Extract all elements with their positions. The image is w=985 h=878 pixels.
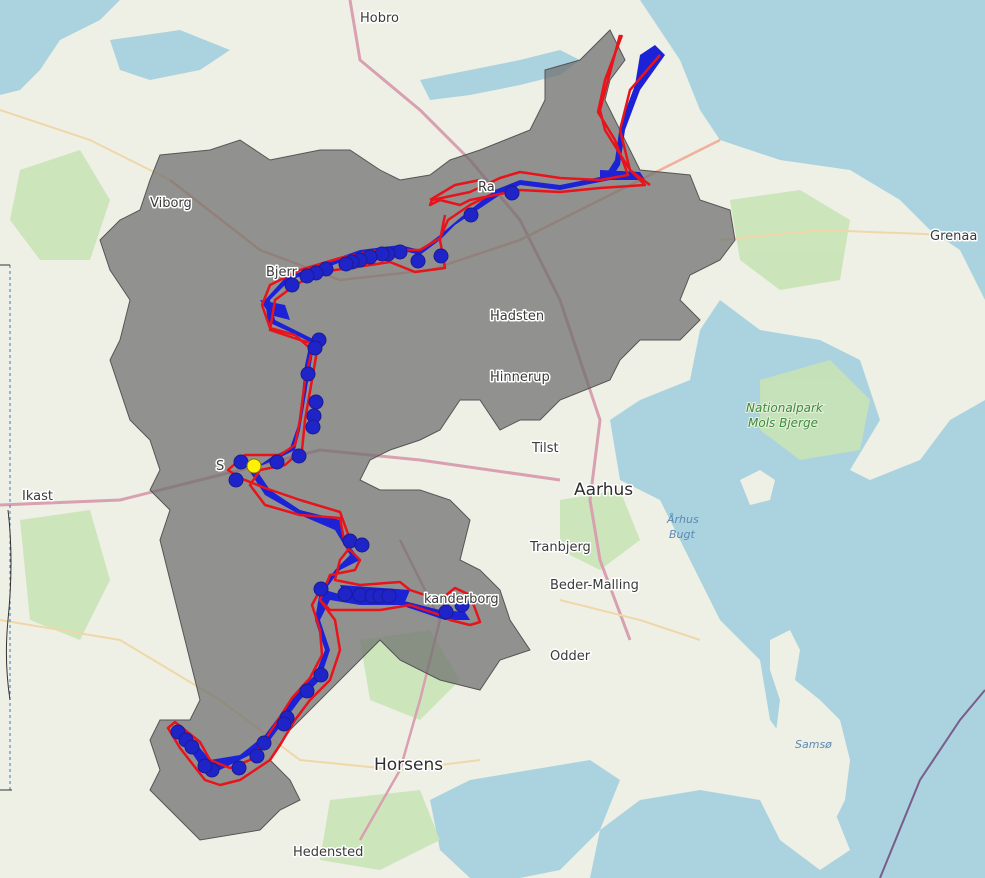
monitoring-point[interactable] <box>269 454 285 470</box>
label-samso: Samsø <box>795 738 832 751</box>
fjord-west-2 <box>110 30 230 80</box>
monitoring-point[interactable] <box>354 537 370 553</box>
monitoring-point[interactable] <box>184 739 200 755</box>
label-silkeborg: S <box>216 459 224 474</box>
tuno-island <box>740 470 775 505</box>
forest-areas <box>10 150 870 870</box>
label-hobro: Hobro <box>360 11 399 26</box>
label-aarhus-bugt-2: Bugt <box>669 528 696 541</box>
label-hinnerup: Hinnerup <box>490 370 550 385</box>
monitoring-point[interactable] <box>410 253 426 269</box>
monitoring-points[interactable] <box>170 185 520 778</box>
monitoring-point[interactable] <box>504 185 520 201</box>
monitoring-point[interactable] <box>256 735 272 751</box>
monitoring-point[interactable] <box>299 268 315 284</box>
samso-island <box>770 630 850 845</box>
monitoring-point[interactable] <box>338 256 354 272</box>
monitoring-point[interactable] <box>337 586 353 602</box>
left-edge-widget <box>0 264 12 791</box>
label-ikast: Ikast <box>22 489 53 504</box>
monitoring-point[interactable] <box>305 419 321 435</box>
monitoring-point[interactable] <box>233 454 249 470</box>
monitoring-point[interactable] <box>308 394 324 410</box>
monitoring-point[interactable] <box>307 340 323 356</box>
monitoring-point[interactable] <box>381 588 397 604</box>
label-nationalpark-1: Nationalpark <box>746 401 824 415</box>
monitoring-point[interactable] <box>463 207 479 223</box>
label-aarhus-bugt-1: Århus <box>666 513 699 526</box>
fjord-hobro <box>420 50 580 100</box>
label-nationalpark-2: Mols Bjerge <box>748 416 818 430</box>
label-horsens: Horsens <box>374 755 443 775</box>
monitoring-point[interactable] <box>299 683 315 699</box>
label-aarhus: Aarhus <box>574 480 633 500</box>
stream-buffer-outline[interactable] <box>226 34 661 627</box>
label-hadsten: Hadsten <box>490 309 544 324</box>
label-tilst: Tilst <box>531 441 559 456</box>
monitoring-point[interactable] <box>276 716 292 732</box>
monitoring-point[interactable] <box>249 748 265 764</box>
label-beder-malling: Beder-Malling <box>550 578 639 593</box>
monitoring-point[interactable] <box>284 277 300 293</box>
monitoring-point[interactable] <box>433 248 449 264</box>
monitoring-point[interactable] <box>438 604 454 620</box>
catchment-area[interactable] <box>99 29 736 841</box>
monitoring-point[interactable] <box>454 597 470 613</box>
fjord-west <box>0 0 120 95</box>
label-hedensted: Hedensted <box>293 845 363 860</box>
label-tranbjerg: Tranbjerg <box>529 540 591 555</box>
monitoring-point[interactable] <box>313 667 329 683</box>
selected-monitoring-point[interactable] <box>246 458 262 474</box>
monitoring-point[interactable] <box>197 758 213 774</box>
label-odder: Odder <box>550 649 591 664</box>
monitoring-point[interactable] <box>291 448 307 464</box>
monitoring-point[interactable] <box>313 581 329 597</box>
monitoring-point[interactable] <box>231 760 247 776</box>
sea-water-south <box>430 760 620 878</box>
label-viborg: Viborg <box>150 196 192 211</box>
monitoring-point[interactable] <box>300 366 316 382</box>
label-bjerringbro: Bjerr <box>266 265 298 280</box>
label-randers: Ra <box>478 180 495 195</box>
monitoring-point[interactable] <box>228 472 244 488</box>
label-skanderborg: kanderborg <box>424 592 499 607</box>
label-grenaa: Grenaa <box>930 229 977 244</box>
